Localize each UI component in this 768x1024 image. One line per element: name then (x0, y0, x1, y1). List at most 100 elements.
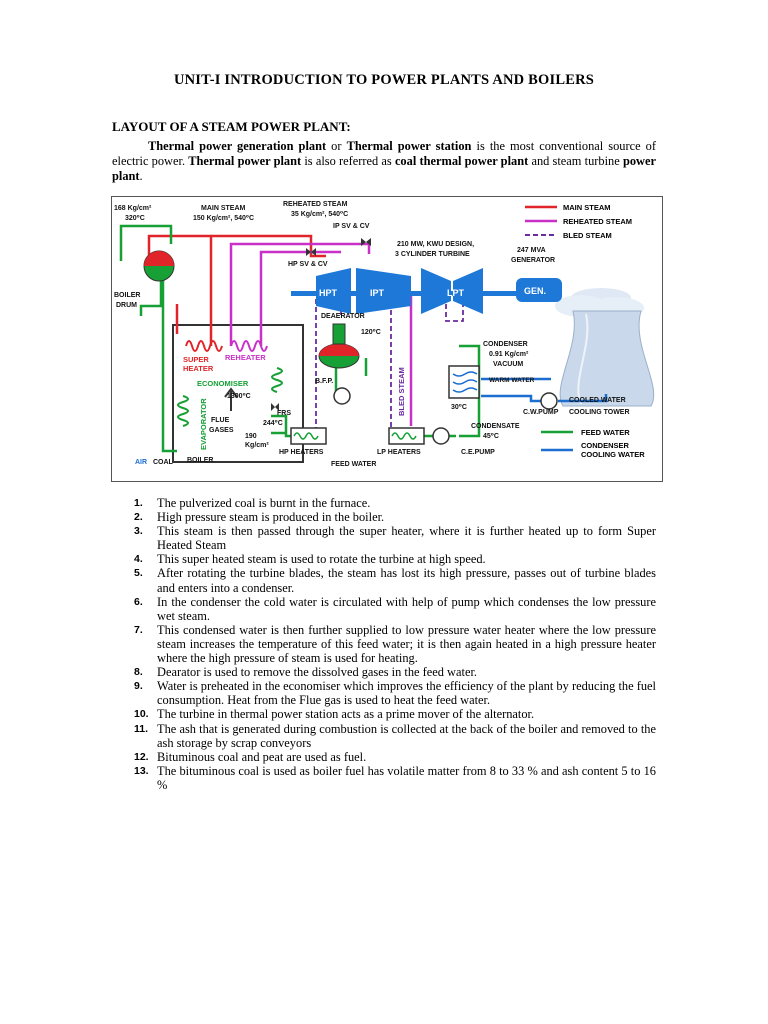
flue-arrow-icon (224, 387, 238, 411)
list-number: 4. (134, 553, 143, 566)
label-reheated-steam: REHEATED STEAM (283, 201, 348, 208)
term-thermal-power-station: Thermal power station (346, 139, 472, 153)
list-item: 8.Dearator is used to remove the dissolv… (112, 665, 656, 679)
list-number: 8. (134, 666, 143, 679)
process-steps-list: 1. The pulverized coal is burnt in the fu… (112, 496, 656, 792)
label-evaporator: EVAPORATOR (199, 398, 208, 450)
intro-text: is also referred as (301, 154, 395, 168)
list-text: The pulverized coal is burnt in the furn… (157, 496, 371, 510)
list-item: 1. The pulverized coal is burnt in the fu… (112, 496, 656, 510)
list-number: 3. (134, 525, 143, 538)
list-number: 12. (134, 750, 149, 763)
frs-valve-icon (271, 403, 279, 411)
label-lp-heaters: LP HEATERS (377, 449, 421, 456)
label-boiler-drum: DRUM (116, 302, 137, 309)
term-coal-thermal-power-plant: coal thermal power plant (394, 154, 529, 168)
label-drum-temp: 320⁰C (125, 214, 145, 222)
label-hp-sv-cv: HP SV & CV (288, 261, 328, 268)
intro-text: . (139, 169, 143, 183)
label-cooled-water: COOLED WATER (569, 397, 626, 404)
list-text: Bituminous coal and peat are used as fue… (157, 749, 367, 764)
economiser-coil (271, 367, 283, 393)
label-flue-gases: FLUE (211, 417, 230, 424)
label-lpt: LPT (447, 288, 465, 298)
label-fw-pressure: 190 (245, 433, 257, 440)
deaerator (318, 323, 360, 369)
label-flue-temp: 1300⁰C (227, 392, 251, 400)
steam-power-plant-diagram: MAIN STEAM REHEATED STEAM BLED STEAM FEE… (111, 196, 663, 482)
label-ipt: IPT (370, 288, 385, 298)
legend-label: MAIN STEAM (563, 203, 611, 212)
list-text: The ash that is generated during combust… (157, 721, 656, 750)
legend-reheated-steam: REHEATED STEAM (525, 217, 632, 226)
label-main-steam-params: 150 Kg/cm², 540⁰C (193, 214, 254, 222)
list-number: 10. (134, 708, 149, 721)
page-title: UNIT-I INTRODUCTION TO POWER PLANTS AND … (173, 72, 595, 88)
list-number: 9. (134, 680, 143, 693)
list-number: 2. (134, 511, 143, 524)
ce-pump-icon (432, 427, 450, 445)
term-thermal-power-plant: Thermal power plant (188, 154, 302, 168)
intro-paragraph: Thermal power generation plant or Therma… (112, 139, 656, 184)
label-boiler-drum: BOILER (114, 292, 140, 299)
label-cw-pump: C.W.PUMP (523, 409, 559, 416)
label-feed-water: FEED WATER (331, 461, 376, 468)
cw-pump-icon (540, 392, 558, 410)
label-deaerator: DEAERATOR (321, 313, 365, 320)
legend-label: CONDENSER (581, 441, 630, 450)
label-condenser: CONDENSER (483, 341, 528, 348)
legend-main-steam: MAIN STEAM (525, 203, 611, 212)
legend-condenser-cooling-water: CONDENSER COOLING WATER (541, 441, 645, 459)
label-boiler: BOILER (187, 457, 213, 464)
turbine-set (291, 268, 562, 314)
list-text: The bituminous coal is used as boiler fu… (157, 763, 656, 792)
label-super-heater: SUPER (183, 355, 209, 364)
diagram-border (111, 196, 663, 482)
hp-heater-box (290, 427, 327, 445)
ip-valve-icon (361, 238, 371, 246)
term-power-plant: power plant (112, 154, 657, 183)
label-reheated-params: 35 Kg/cm², 540⁰C (291, 210, 348, 218)
list-text: Water is preheated in the economiser whi… (157, 679, 656, 708)
condenser (448, 365, 480, 399)
list-text: This steam is then passed through the su… (157, 524, 656, 553)
label-condensate-temp: 45⁰C (483, 432, 499, 440)
label-turbine-desc: 210 MW, KWU DESIGN, (397, 241, 474, 248)
list-text: This super heated steam is used to rotat… (157, 552, 486, 567)
label-fw-pressure: Kg/cm² (245, 442, 269, 449)
label-ce-pump: C.E.PUMP (461, 449, 495, 456)
label-flue-gases: GASES (209, 427, 234, 434)
lp-heater-box (388, 427, 425, 445)
list-text: In the condenser the cold water is circu… (157, 594, 656, 623)
superheater-coil (185, 340, 223, 352)
label-deaerator-temp: 120⁰C (361, 328, 381, 336)
list-number: 5. (134, 567, 143, 580)
list-item: 7.This condensed water is then further s… (112, 623, 656, 665)
label-main-steam: MAIN STEAM (201, 205, 246, 212)
list-text: This condensed water is then further sup… (157, 622, 656, 666)
list-item: 9. Water is preheated in the economiser w… (112, 679, 656, 707)
list-item: 5. After rotating the turbine blades, the… (112, 566, 656, 594)
legend-feed-water: FEED WATER (541, 428, 630, 437)
label-super-heater: HEATER (183, 364, 214, 373)
legend-bled-steam: BLED STEAM (525, 231, 612, 240)
boiler-drum (143, 250, 175, 282)
label-condenser-vacuum: 0.91 Kg/cm² (489, 351, 529, 358)
intro-text: or (326, 139, 347, 153)
list-item: 11.The ash that is generated during comb… (112, 722, 656, 750)
bfp-pump-icon (333, 387, 351, 405)
label-hpt: HPT (319, 288, 338, 298)
main-steam-lines (147, 234, 326, 346)
label-fw-temp: 244⁰C (263, 419, 283, 427)
label-bled-steam: BLED STEAM (397, 367, 406, 416)
label-turbine-desc: 3 CYLINDER TURBINE (395, 251, 470, 258)
list-text: After rotating the turbine blades, the s… (157, 566, 656, 595)
label-hp-heaters: HP HEATERS (279, 449, 324, 456)
label-economiser: ECONOMISER (197, 379, 249, 388)
list-number: 1. (134, 497, 143, 509)
list-item: 12. Bituminous coal and peat are used as … (112, 750, 656, 764)
list-item: 4. This super heated steam is used to rot… (112, 552, 656, 566)
list-text: The turbine in thermal power station act… (157, 707, 535, 722)
hp-valve-icon (306, 248, 316, 256)
legend-label: COOLING WATER (581, 450, 645, 459)
